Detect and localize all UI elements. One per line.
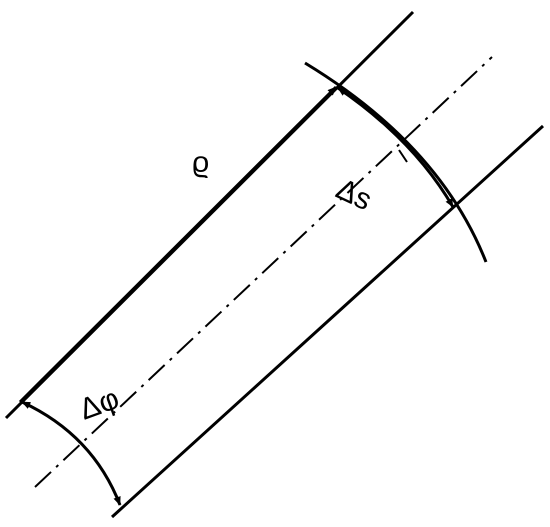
radius-arrow bbox=[18, 85, 338, 404]
center-line bbox=[34, 56, 493, 488]
lower-radius-line bbox=[110, 124, 545, 519]
radius-label: ϱ bbox=[192, 146, 209, 179]
angle-label: Δφ bbox=[75, 382, 123, 427]
arc-length-arrow bbox=[337, 86, 455, 208]
arc-length-tick bbox=[398, 149, 408, 163]
arc-length-label: Δs bbox=[331, 172, 377, 217]
angle-arc-arrow bbox=[21, 400, 122, 506]
